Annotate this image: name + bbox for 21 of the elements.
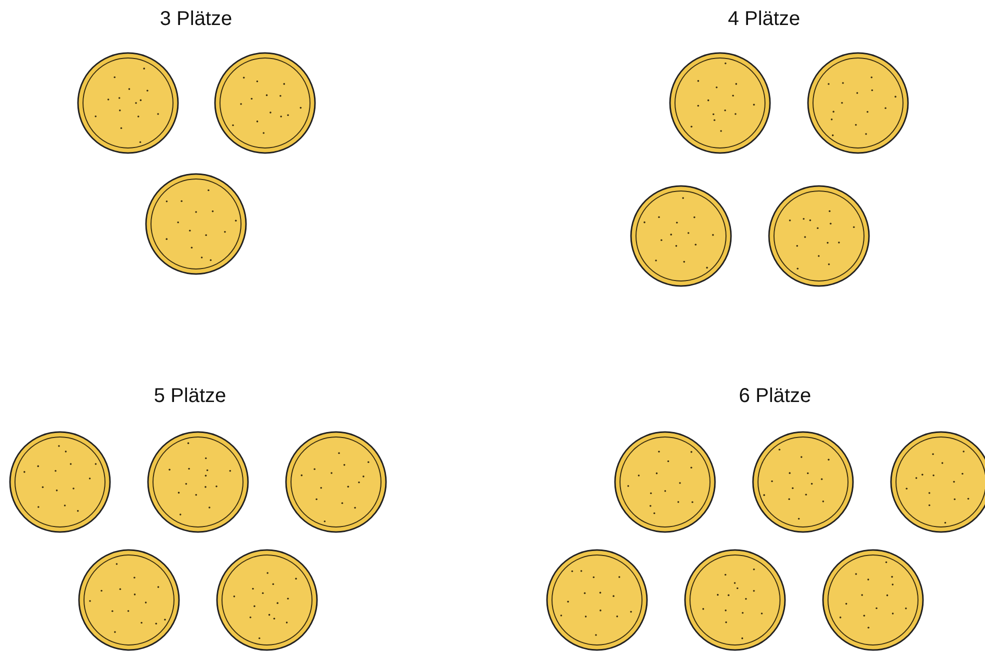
disc-shape	[214, 52, 316, 154]
disc-shape	[546, 549, 648, 651]
disc-shape	[78, 549, 180, 651]
disc-shape	[614, 431, 716, 533]
group-heading: 6 Plätze	[738, 385, 812, 408]
disc-shape	[752, 431, 854, 533]
disc-shape	[630, 185, 732, 287]
disc-shape	[9, 431, 111, 533]
disc-shape	[807, 52, 909, 154]
disc-shape	[669, 52, 771, 154]
disc-shape	[147, 431, 249, 533]
disc-shape	[768, 185, 870, 287]
group-heading: 5 Plätze	[154, 385, 226, 408]
disc-shape	[684, 549, 786, 651]
group-heading: 4 Plätze	[728, 8, 800, 31]
disc-shape	[285, 431, 387, 533]
disc-shape	[216, 549, 318, 651]
disc-shape	[145, 173, 247, 275]
disc-shape	[822, 549, 924, 651]
disc-shape	[77, 52, 179, 154]
group-heading: 3 Plätze	[160, 8, 232, 31]
